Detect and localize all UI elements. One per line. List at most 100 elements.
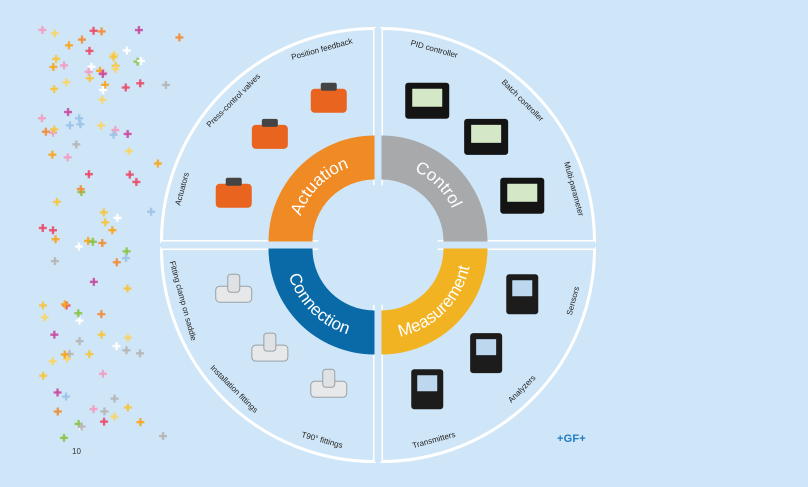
plus-decoration [64, 41, 73, 50]
control-ring-band [381, 135, 488, 242]
plus-decoration [125, 170, 134, 179]
plus-decoration [62, 78, 71, 87]
plus-decoration [51, 235, 60, 244]
measurement-product-image [470, 333, 503, 374]
connection-ring-band [268, 248, 375, 355]
plus-decoration [38, 301, 47, 310]
plus-decoration [101, 218, 110, 227]
plus-decoration [75, 337, 84, 346]
plus-decoration [100, 417, 109, 426]
plus-decoration [99, 208, 108, 217]
plus-decoration [112, 258, 121, 267]
gf-logo: +GF+ [557, 433, 586, 445]
actuation-product-image [310, 82, 347, 113]
plus-decoration [49, 226, 58, 235]
connection-item-label: Fitting clamp on saddle [168, 260, 199, 342]
plus-decoration [136, 418, 145, 427]
product-images [215, 82, 545, 410]
measurement-item-label: Transmitters [411, 430, 456, 450]
plus-decoration [123, 403, 132, 412]
plus-decoration [89, 405, 98, 414]
plus-decoration [124, 147, 133, 156]
plus-decoration [52, 54, 61, 63]
plus-decoration [88, 237, 97, 246]
plus-decoration [50, 29, 59, 38]
actuation-product-image [215, 177, 252, 208]
plus-decoration [63, 354, 72, 363]
plus-decoration [97, 27, 106, 36]
control-item-label: Batch controller [500, 78, 546, 124]
plus-decoration [49, 62, 58, 71]
plus-decoration [50, 125, 59, 134]
plus-decoration [85, 46, 94, 55]
plus-decoration [89, 26, 98, 35]
decorative-plus-pattern [37, 26, 184, 442]
plus-decoration [48, 150, 57, 159]
actuation-product-image [251, 118, 288, 149]
control-product-image [405, 82, 450, 119]
plus-decoration [109, 130, 118, 139]
plus-decoration [97, 121, 106, 130]
plus-decoration [96, 66, 105, 75]
plus-decoration [123, 129, 132, 138]
plus-decoration [84, 67, 93, 76]
plus-decoration [99, 86, 108, 95]
actuation-ring-band [268, 135, 375, 242]
plus-decoration [122, 46, 131, 55]
plus-decoration [84, 170, 93, 179]
plus-decoration [76, 120, 85, 129]
plus-decoration [76, 185, 85, 194]
page-number: 10 [72, 447, 81, 456]
control-product-image [500, 177, 545, 214]
plus-decoration [111, 126, 120, 135]
plus-decoration [38, 26, 47, 35]
horizontal-divider [161, 241, 595, 249]
plus-decoration [87, 62, 96, 71]
plus-decoration [111, 65, 120, 74]
plus-decoration [122, 247, 131, 256]
plus-decoration [101, 80, 110, 89]
plus-decoration [53, 388, 62, 397]
plus-decoration [75, 114, 84, 123]
plus-decoration [108, 226, 117, 235]
plus-decoration [98, 95, 107, 104]
plus-decoration [161, 80, 170, 89]
plus-decoration [98, 239, 107, 248]
plus-decoration [98, 69, 107, 78]
measurement-product-image [506, 274, 539, 315]
plus-decoration [89, 277, 98, 286]
plus-decoration [123, 284, 132, 293]
plus-decoration [48, 357, 57, 366]
plus-decoration [122, 346, 131, 355]
plus-decoration [52, 197, 61, 206]
plus-decoration [123, 333, 132, 342]
plus-decoration [53, 407, 62, 416]
plus-decoration [113, 213, 122, 222]
control-product-image [464, 118, 509, 155]
plus-decoration [72, 140, 81, 149]
measurement-product-image [411, 369, 444, 410]
actuation-item-label: Actuators [173, 171, 191, 206]
plus-decoration [98, 369, 107, 378]
plus-decoration [110, 412, 119, 421]
plus-decoration [84, 236, 93, 245]
plus-decoration [97, 330, 106, 339]
plus-decoration [60, 350, 69, 359]
plus-decoration [110, 394, 119, 403]
plus-decoration [147, 207, 156, 216]
plus-decoration [65, 121, 74, 130]
plus-decoration [50, 84, 59, 93]
plus-decoration [100, 407, 109, 416]
plus-decoration [65, 349, 74, 358]
plus-decoration [136, 56, 145, 65]
connection-item-label: T90° fittings [300, 430, 343, 450]
plus-decoration [85, 350, 94, 359]
plus-decoration [159, 432, 168, 441]
plus-decoration [136, 79, 145, 88]
service-wheel [159, 26, 597, 464]
plus-decoration [38, 223, 47, 232]
plus-decoration [77, 422, 86, 431]
plus-decoration [74, 242, 83, 251]
connection-product-image [310, 368, 348, 398]
